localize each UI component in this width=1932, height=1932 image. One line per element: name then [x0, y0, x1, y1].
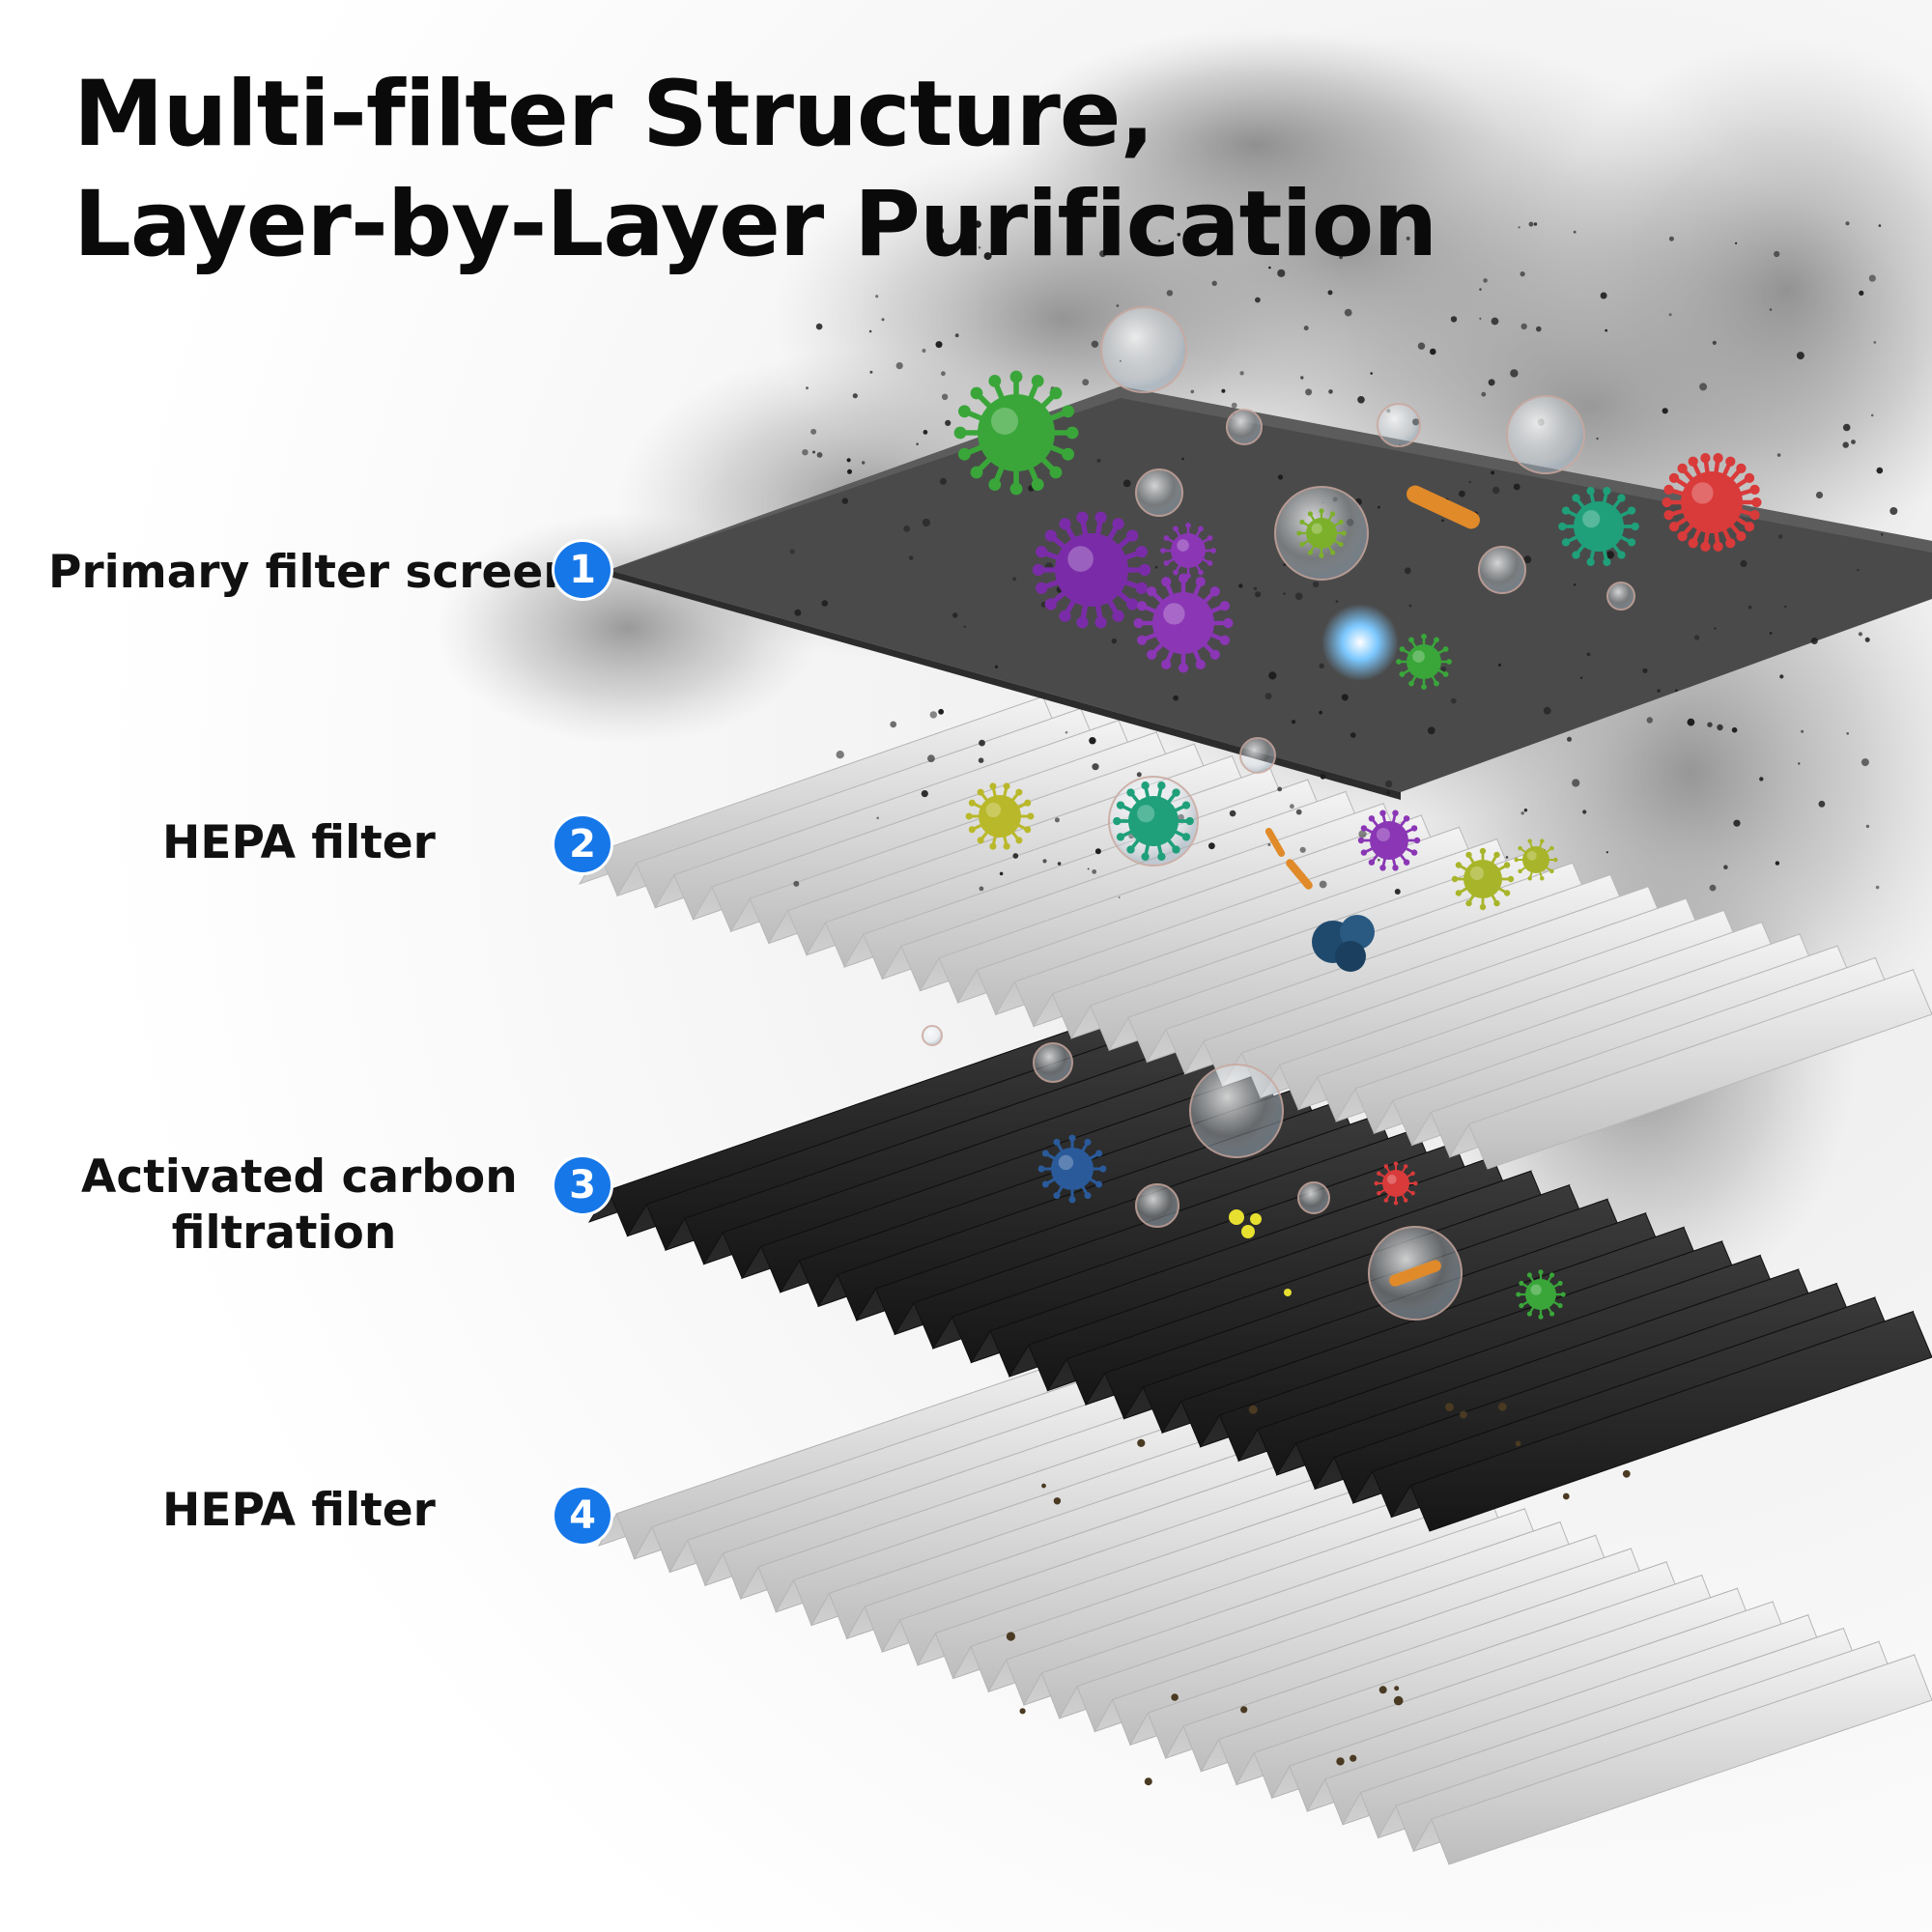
layer-2-number-badge: 2	[554, 816, 611, 872]
layer-2-label: HEPA filter	[162, 816, 436, 869]
title-line-2: Layer-by-Layer Purification	[73, 172, 1437, 277]
layer-1-label: Primary filter screen	[48, 546, 576, 599]
title-line-1: Multi-filter Structure,	[73, 62, 1154, 167]
activated-carbon-layer	[587, 1015, 1932, 1532]
hepa-filter-layer-bottom	[597, 1348, 1932, 1865]
layer-4-label: HEPA filter	[162, 1484, 436, 1537]
layer-3-label: Activated carbon filtration	[81, 1150, 518, 1262]
primary-filter-screen-layer	[607, 386, 1932, 800]
layer-1-number-badge: 1	[554, 542, 611, 598]
layer-3-label-line-1: Activated carbon	[81, 1151, 518, 1204]
microbes-and-particles	[922, 306, 1762, 1321]
layer-4-number-badge: 4	[554, 1488, 611, 1544]
dust-particles	[789, 220, 1898, 1786]
hepa-filter-layer-top	[578, 696, 1932, 1170]
page-title: Multi-filter Structure, Layer-by-Layer P…	[73, 60, 1437, 280]
layer-3-label-line-2: filtration	[171, 1207, 397, 1260]
layer-3-number-badge: 3	[554, 1157, 611, 1213]
